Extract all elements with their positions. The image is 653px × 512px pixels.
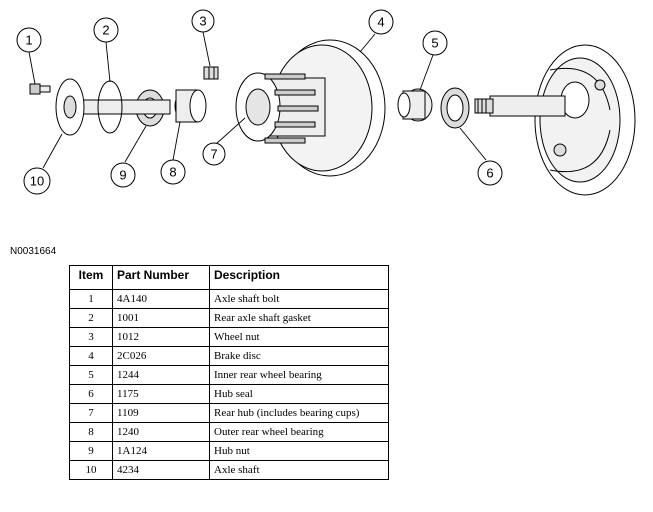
axle-shaft-bolt	[29, 83, 51, 95]
inner-bearing	[397, 88, 433, 122]
cell-part-number: 4A140	[112, 289, 210, 309]
hub-seal	[440, 87, 470, 129]
header-description: Description	[209, 265, 389, 290]
cell-part-number: 2C026	[112, 346, 210, 366]
cell-part-number: 1109	[112, 403, 210, 423]
brake-backing-plate	[534, 44, 636, 196]
callout-8: 8	[160, 159, 186, 185]
callout-label: 9	[119, 168, 126, 183]
cell-description: Axle shaft	[209, 460, 389, 480]
cell-item: 9	[69, 441, 113, 461]
cell-item: 5	[69, 365, 113, 385]
cell-part-number: 4234	[112, 460, 210, 480]
cell-item: 6	[69, 384, 113, 404]
table-header-row: Item Part Number Description	[69, 265, 389, 290]
cell-item: 1	[69, 289, 113, 309]
callout-label: 8	[169, 165, 176, 180]
cell-description: Outer rear wheel bearing	[209, 422, 389, 442]
cell-item: 4	[69, 346, 113, 366]
callout-5: 5	[422, 30, 448, 56]
cell-part-number: 1012	[112, 327, 210, 347]
rear-hub	[235, 72, 326, 144]
spindle	[474, 95, 566, 117]
exploded-view-diagram: 1 2 3 4 5 6 7 8 9 10	[16, 9, 636, 196]
cell-part-number: 1240	[112, 422, 210, 442]
callout-2: 2	[93, 17, 119, 43]
callout-label: 3	[199, 14, 206, 29]
callout-label: 5	[431, 36, 438, 51]
callout-7: 7	[202, 142, 226, 166]
callout-6: 6	[477, 160, 503, 186]
callout-label: 6	[486, 166, 493, 181]
cell-part-number: 1175	[112, 384, 210, 404]
cell-description: Hub seal	[209, 384, 389, 404]
cell-item: 8	[69, 422, 113, 442]
callout-label: 7	[210, 147, 217, 162]
cell-item: 2	[69, 308, 113, 328]
cell-part-number: 1001	[112, 308, 210, 328]
cell-description: Inner rear wheel bearing	[209, 365, 389, 385]
cell-part-number: 1244	[112, 365, 210, 385]
outer-bearing	[174, 89, 207, 123]
callout-label: 4	[377, 15, 384, 30]
callout-label: 10	[30, 174, 44, 189]
cell-description: Axle shaft bolt	[209, 289, 389, 309]
cell-item: 10	[69, 460, 113, 480]
wheel-nut	[203, 66, 219, 80]
callout-label: 2	[102, 23, 109, 38]
cell-item: 7	[69, 403, 113, 423]
callout-4: 4	[368, 9, 394, 35]
callout-10: 10	[23, 167, 51, 195]
cell-description: Rear axle shaft gasket	[209, 308, 389, 328]
wheel-studs	[264, 73, 319, 144]
header-part-number: Part Number	[112, 265, 210, 290]
cell-description: Hub nut	[209, 441, 389, 461]
figure-id: N0031664	[10, 246, 57, 257]
callout-1: 1	[16, 27, 42, 53]
header-item: Item	[69, 265, 113, 290]
cell-description: Wheel nut	[209, 327, 389, 347]
callout-3: 3	[191, 9, 215, 33]
cell-description: Rear hub (includes bearing cups)	[209, 403, 389, 423]
cell-item: 3	[69, 327, 113, 347]
cell-part-number: 1A124	[112, 441, 210, 461]
cell-description: Brake disc	[209, 346, 389, 366]
axle-shaft	[55, 78, 171, 136]
callout-label: 1	[25, 33, 32, 48]
callout-9: 9	[110, 162, 136, 188]
